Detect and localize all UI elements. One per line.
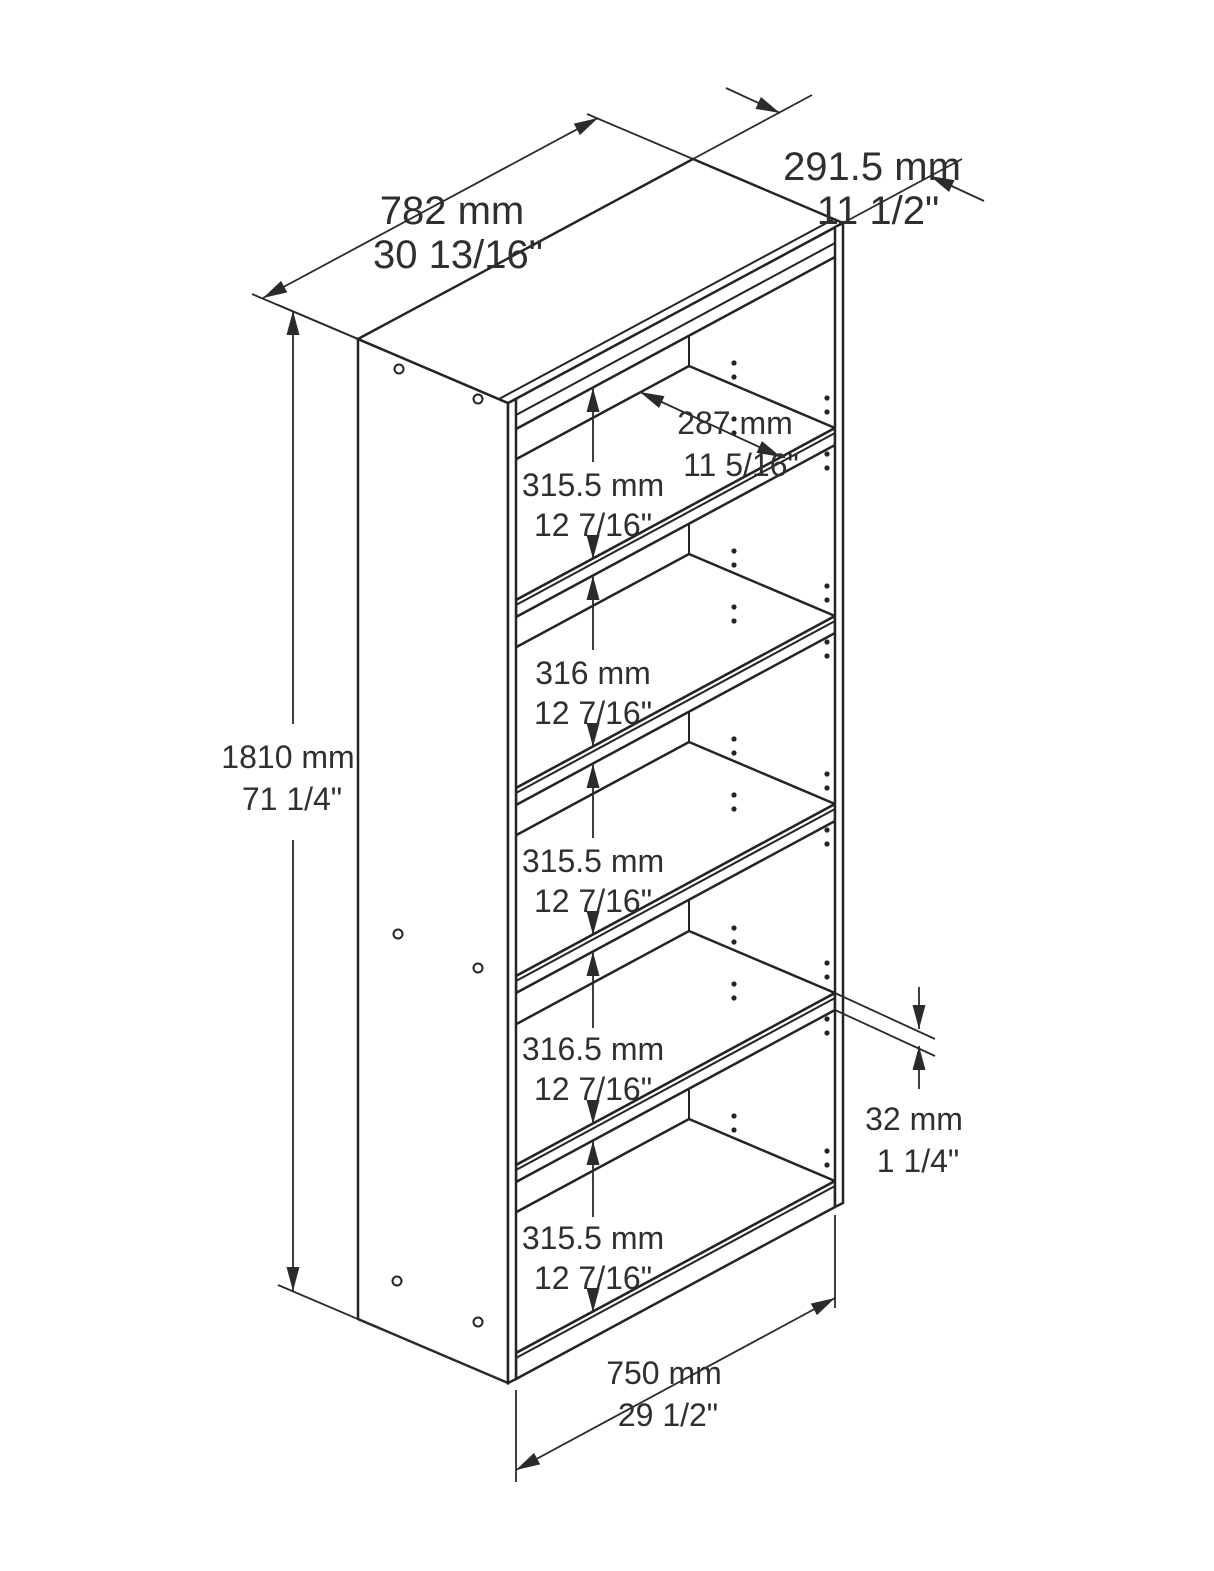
dim-shelf-depth: 287 mm 11 5/16" [639,391,799,483]
dim-opening-5: 315.5 mm 12 7/16" [522,1141,664,1312]
dim-opening-1-mm: 315.5 mm [522,467,664,503]
dim-depth-mm: 291.5 mm [783,145,961,189]
right-side-panel [833,220,845,1210]
screw-hole [472,393,484,405]
dim-opening-2-mm: 316 mm [535,655,651,691]
dim-bottom-width-inches: 29 1/2" [618,1397,718,1433]
dim-height-mm: 1810 mm [221,739,354,775]
cam-screw-holes [391,363,484,1328]
dim-opening-1-inches: 12 7/16" [534,507,652,543]
left-side-panel [356,337,518,1386]
dim-height: 1810 mm 71 1/4" [221,304,509,1384]
dim-depth: 291.5 mm 11 1/2" [692,87,985,233]
dim-opening-3: 315.5 mm 12 7/16" [522,764,664,935]
dim-shelf-thickness: 32 mm 1 1/4" [834,987,963,1179]
dimension-annotations: 782 mm 30 13/16" 291.5 mm 11 1/2" 1810 m… [221,87,985,1482]
dim-shelf-depth-mm: 287 mm [677,405,793,441]
dim-shelf-thickness-inches: 1 1/4" [877,1143,960,1179]
dim-top-width-mm: 782 mm [380,189,525,233]
screw-hole [393,363,405,375]
dim-shelf-thickness-mm: 32 mm [865,1101,963,1137]
dim-top-width-inches: 30 13/16" [373,233,543,277]
dim-depth-inches: 11 1/2" [817,189,939,233]
dim-opening-3-inches: 12 7/16" [534,883,652,919]
dim-shelf-depth-inches: 11 5/16" [683,447,799,483]
dim-opening-1: 315.5 mm 12 7/16" [522,388,664,559]
dim-opening-2: 316 mm 12 7/16" [534,576,652,747]
dim-opening-4-inches: 12 7/16" [534,1071,652,1107]
screw-hole [472,1316,484,1328]
dim-height-inches: 71 1/4" [242,781,342,817]
dim-opening-3-mm: 315.5 mm [522,843,664,879]
dim-opening-5-mm: 315.5 mm [522,1220,664,1256]
dim-opening-4: 316.5 mm 12 7/16" [522,952,664,1124]
screw-hole [391,1275,403,1287]
bookcase-outline [355,157,846,1386]
dim-opening-4-mm: 316.5 mm [522,1031,664,1067]
dim-opening-5-inches: 12 7/16" [534,1260,652,1296]
dim-bottom-width: 750 mm 29 1/2" [515,1215,836,1482]
dim-bottom-width-mm: 750 mm [606,1355,722,1391]
screw-hole [472,962,484,974]
screw-hole [392,928,404,940]
dim-opening-2-inches: 12 7/16" [534,695,652,731]
dim-top-width: 782 mm 30 13/16" [251,113,694,340]
